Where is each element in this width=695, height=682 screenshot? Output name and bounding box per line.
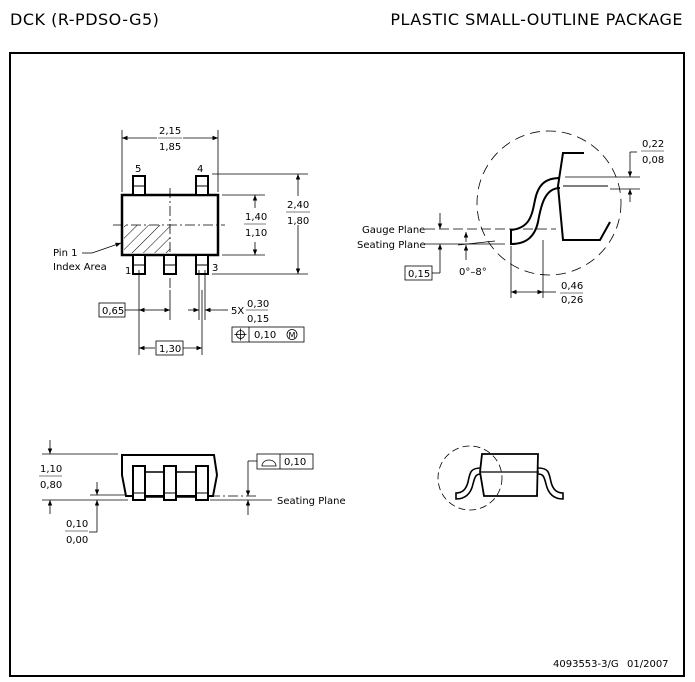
body-length-max: 2,15 (159, 126, 181, 137)
coplanarity-frame: 0,10 (256, 453, 314, 470)
drawing-date: 01/2007 (627, 659, 669, 670)
detail-circle (476, 130, 622, 276)
pin-label-1: 1 (125, 266, 131, 277)
pin1-index-area (124, 225, 170, 253)
foot-length-min: 0,26 (561, 295, 583, 306)
lead-thickness-max: 0,22 (642, 139, 664, 150)
position-tolerance-frame: 0,10 M (231, 326, 305, 343)
standoff-max: 0,10 (66, 519, 88, 530)
lead-thickness-min: 0,08 (642, 155, 664, 166)
drawing-number: 4093553-3/G (553, 659, 619, 670)
position-tolerance-value: 0,10 (254, 330, 276, 341)
overall-width-max: 2,40 (287, 200, 309, 211)
pin1-label: Pin 1 (53, 248, 77, 259)
package-title: PLASTIC SMALL-OUTLINE PACKAGE (390, 10, 683, 29)
coplanarity-value: 0,10 (284, 457, 306, 468)
side-lead-2 (163, 465, 177, 501)
pin-label-3: 3 (212, 263, 218, 274)
overall-width-min: 1,80 (287, 216, 309, 227)
lead-width-max: 0,30 (247, 299, 269, 310)
lead-detail-view: 0,22 0,08 Gauge Plane Seating Plane 0,15… (357, 130, 664, 306)
gauge-height-value: 0,15 (408, 269, 430, 280)
lead-1 (132, 254, 146, 275)
side-lead-3 (195, 465, 209, 501)
body-width-min: 1,10 (245, 228, 267, 239)
overview-view (437, 445, 564, 511)
angle-range: 0°–8° (459, 267, 487, 278)
lead-3 (195, 254, 209, 275)
lead-2 (163, 254, 177, 275)
lead-width-min: 0,15 (247, 314, 269, 325)
pitch-value: 0,65 (102, 306, 124, 317)
pin-label-5: 5 (135, 164, 141, 175)
side-seating-plane-label: Seating Plane (277, 496, 346, 507)
profile-surface-icon (261, 459, 277, 467)
side-view: 1,10 0,80 0,10 0,00 0,10 Seating Plane (39, 440, 346, 546)
side-lead-1 (132, 465, 146, 501)
standoff-min: 0,00 (66, 535, 88, 546)
pin1-label-2: Index Area (53, 262, 107, 273)
body-length-min: 1,85 (159, 142, 181, 153)
pin-label-4: 4 (197, 164, 203, 175)
mmc-icon: M (289, 331, 296, 340)
height-min: 0,80 (40, 480, 62, 491)
top-view: 5 4 1 3 2,15 1,85 1,40 1,10 2,40 1,80 Pi… (53, 126, 310, 356)
gauge-plane-label: Gauge Plane (362, 225, 425, 236)
lead-5 (132, 175, 146, 196)
lead-width-prefix: 5X (231, 306, 244, 317)
drawing-frame (9, 52, 685, 677)
lead-4 (195, 175, 209, 196)
foot-length-max: 0,46 (561, 281, 583, 292)
seating-plane-label: Seating Plane (357, 240, 426, 251)
height-max: 1,10 (40, 464, 62, 475)
pitch-span-value: 1,30 (159, 344, 181, 355)
package-code: DCK (R-PDSO-G5) (10, 10, 160, 29)
position-icon (234, 328, 247, 341)
body-width-max: 1,40 (245, 212, 267, 223)
